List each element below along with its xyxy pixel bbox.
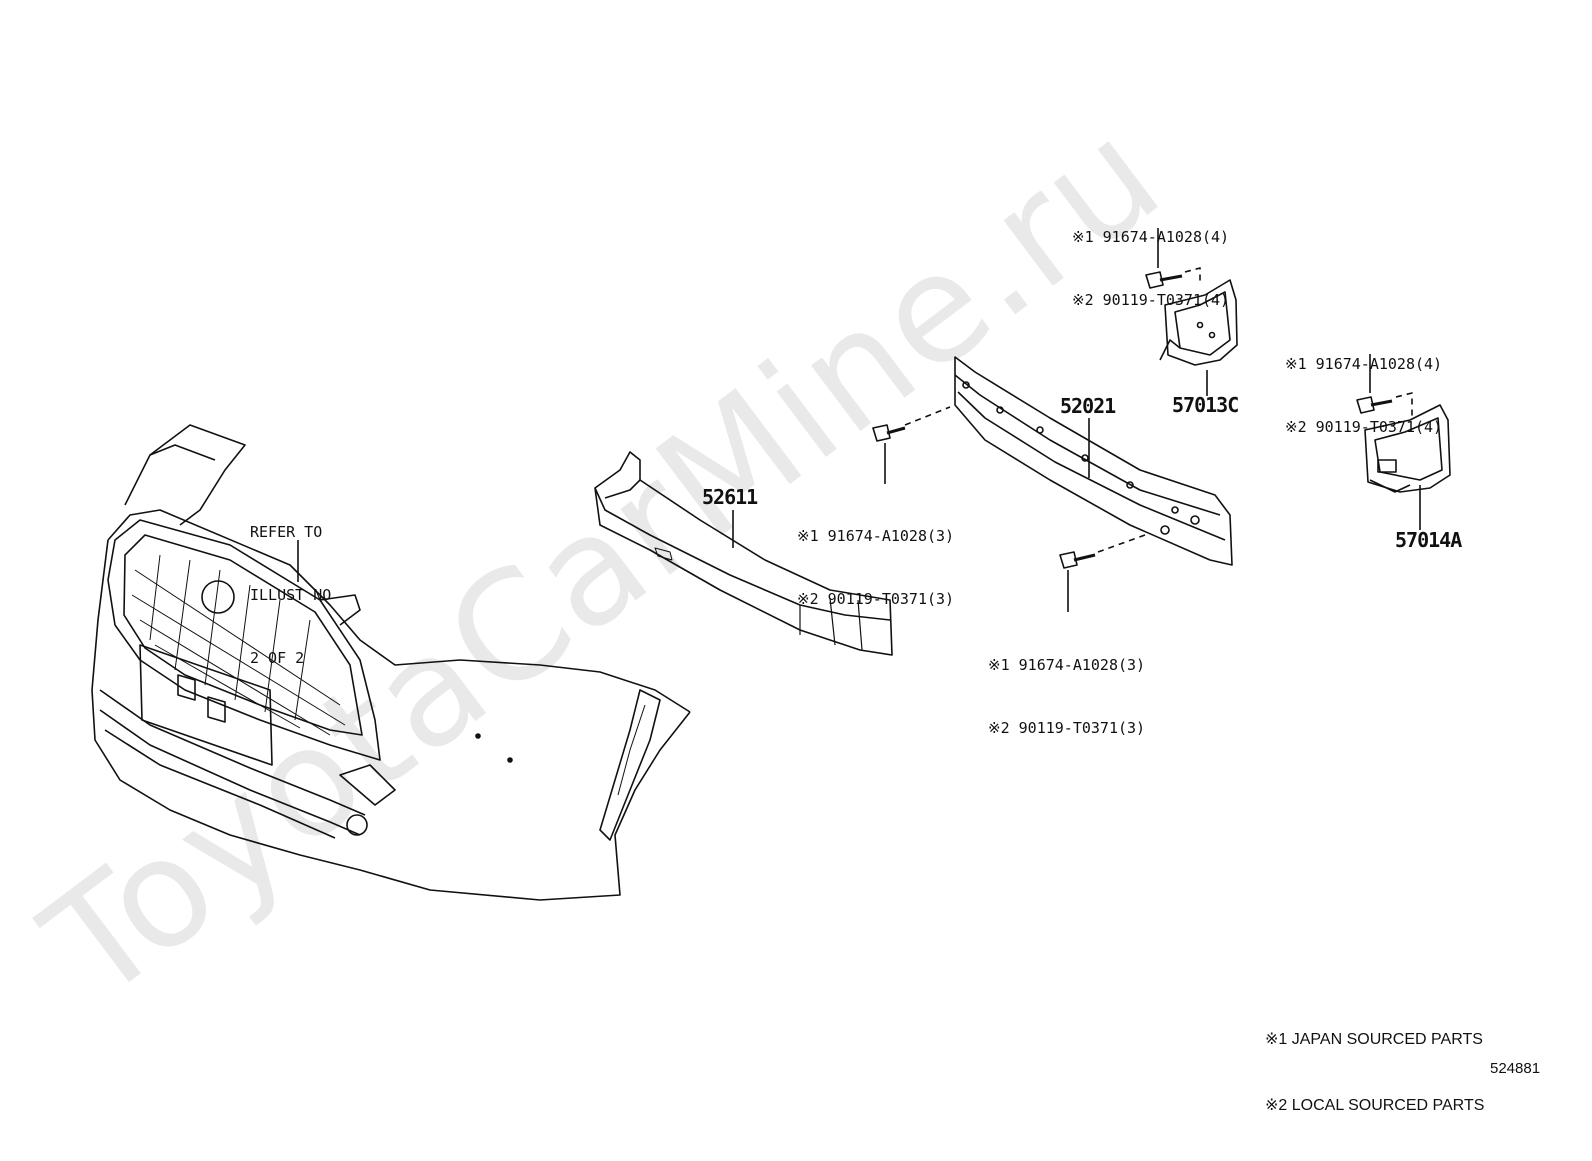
diagram-id: 524881 <box>1490 1060 1541 1077</box>
reinforcement-52611-drawing <box>594 451 893 656</box>
bolt-side-bracket <box>1356 354 1413 420</box>
fastener-mid-upper-line2[interactable]: ※2 90119-T0371(3) <box>797 590 955 608</box>
fastener-mid-lower-line2[interactable]: ※2 90119-T0371(3) <box>988 719 1146 737</box>
reinforcement-52021-drawing <box>954 356 1233 566</box>
fastener-side-line2[interactable]: ※2 90119-T0371(4) <box>1285 418 1443 436</box>
legend-note-local: ※2 LOCAL SOURCED PARTS <box>1265 1097 1485 1114</box>
fastener-mid-lower-line1[interactable]: ※1 91674-A1028(3) <box>988 656 1146 674</box>
part-number-52021[interactable]: 52021 <box>1060 394 1116 418</box>
fastener-top-line1[interactable]: ※1 91674-A1028(4) <box>1072 228 1230 246</box>
fastener-callout-mid-lower: ※1 91674-A1028(3) ※2 90119-T0371(3) <box>988 613 1145 781</box>
bracket-57014a-drawing <box>1364 404 1451 493</box>
bumper-cover-drawing <box>91 424 691 901</box>
grille-reference-note: REFER TO ILLUST NO 2 OF 2 <box>250 480 331 711</box>
fastener-top-line2[interactable]: ※2 90119-T0371(4) <box>1072 291 1230 309</box>
grille-note-line3: 2 OF 2 <box>250 649 305 667</box>
fastener-side-line1[interactable]: ※1 91674-A1028(4) <box>1285 355 1443 373</box>
grille-note-line2: ILLUST NO <box>250 586 332 604</box>
legend-note-japan: ※1 JAPAN SOURCED PARTS <box>1265 1031 1483 1048</box>
fastener-callout-mid-upper: ※1 91674-A1028(3) ※2 90119-T0371(3) <box>797 484 954 652</box>
bolt-mid-lower <box>1059 534 1146 612</box>
bolt-top-bracket <box>1145 228 1201 289</box>
part-number-57013c[interactable]: 57013C <box>1172 393 1239 417</box>
grille-note-line1: REFER TO <box>250 523 323 541</box>
fastener-mid-upper-line1[interactable]: ※1 91674-A1028(3) <box>797 527 955 545</box>
bracket-57013c-drawing <box>1159 279 1238 366</box>
diagram-drawing <box>91 228 1451 901</box>
sourcing-legend: ※1 JAPAN SOURCED PARTS ※2 LOCAL SOURCED … <box>1265 985 1484 1161</box>
parts-diagram: ToyotaCarMine.ru <box>15 87 1541 1114</box>
fastener-callout-top-bracket: ※1 91674-A1028(4) ※2 90119-T0371(4) <box>1072 185 1229 353</box>
bolt-mid-upper <box>872 406 951 484</box>
fastener-callout-side-bracket: ※1 91674-A1028(4) ※2 90119-T0371(4) <box>1285 312 1442 480</box>
part-number-52611[interactable]: 52611 <box>702 485 758 509</box>
part-number-57014a[interactable]: 57014A <box>1395 528 1462 552</box>
